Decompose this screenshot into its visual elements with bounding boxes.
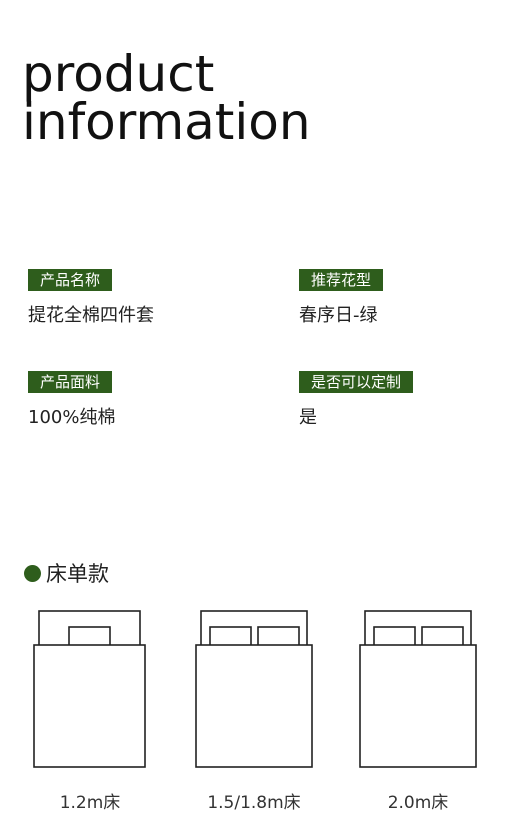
info-product-name: 产品名称 提花全棉四件套 xyxy=(28,269,154,327)
bullet-dot-icon xyxy=(24,564,41,582)
info-customizable: 是否可以定制 是 xyxy=(299,371,414,429)
value-customizable: 是 xyxy=(299,407,317,428)
section-heading: 床单款 xyxy=(24,558,109,588)
title-line-2: information xyxy=(22,93,311,151)
bed-size-label-3: 2.0m床 xyxy=(387,793,449,813)
bed-size-label-2: 1.5/1.8m床 xyxy=(207,793,301,813)
badge-product-name: 产品名称 xyxy=(28,269,113,291)
value-product-name: 提花全棉四件套 xyxy=(28,305,154,326)
badge-pattern: 推荐花型 xyxy=(299,269,384,291)
value-pattern: 春序日-绿 xyxy=(299,305,378,326)
page-title: product information xyxy=(22,45,311,151)
bed-size-label-1: 1.2m床 xyxy=(59,793,121,813)
bed-icon-1-2m xyxy=(33,610,146,768)
bed-icon-1-5-1-8m xyxy=(195,610,313,768)
section-title: 床单款 xyxy=(46,562,109,586)
title-line-1: product xyxy=(22,45,215,103)
info-pattern: 推荐花型 春序日-绿 xyxy=(299,269,384,327)
bed-icon-2-0m xyxy=(359,610,477,768)
value-fabric: 100%纯棉 xyxy=(28,407,116,428)
badge-fabric: 产品面料 xyxy=(28,371,113,393)
badge-customizable: 是否可以定制 xyxy=(299,371,414,393)
info-fabric: 产品面料 100%纯棉 xyxy=(28,371,115,429)
